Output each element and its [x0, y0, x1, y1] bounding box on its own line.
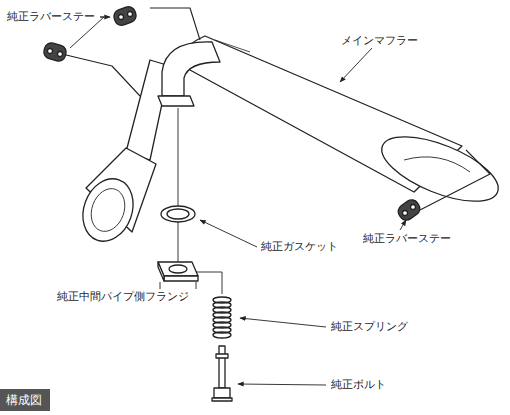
- part-label: 純正スプリング: [330, 320, 409, 334]
- part-label: メインマフラー: [340, 34, 419, 48]
- bolt: [212, 346, 232, 401]
- tail-pipe: [75, 60, 170, 248]
- figure-title: 構成図: [0, 389, 50, 411]
- part-label: 純正ラバーステー: [362, 232, 452, 246]
- inlet-pipe: [158, 42, 220, 106]
- part-label: 純正ガスケット: [260, 240, 339, 254]
- rubber-stay: [42, 5, 422, 223]
- part-label: 純正中間パイプ側フランジ: [56, 290, 190, 304]
- spring: [213, 297, 231, 338]
- pipe-flange: [158, 96, 194, 106]
- mid-pipe-flange: [158, 262, 198, 281]
- main-muffler: [184, 36, 507, 214]
- part-label: 純正ボルト: [330, 378, 387, 392]
- gasket: [161, 206, 195, 222]
- part-label: 純正ラバーステー: [6, 10, 96, 24]
